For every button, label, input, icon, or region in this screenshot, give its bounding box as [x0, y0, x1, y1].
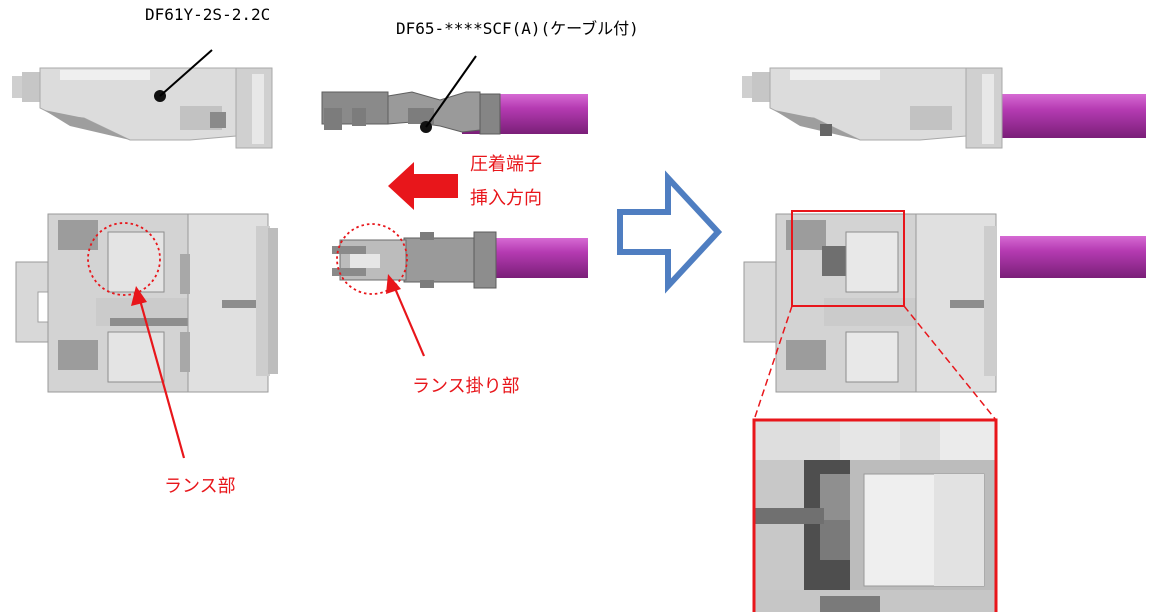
zoom-line-right — [903, 305, 997, 421]
lance-pointer — [131, 286, 186, 459]
assembled-side-view — [742, 67, 1146, 149]
zoom-line-left — [753, 305, 793, 421]
insert-direction-label-1: 圧着端子 — [470, 154, 542, 175]
header-part-label: DF61Y-2S-2.2C — [145, 5, 271, 24]
lance-label: ランス部 — [164, 476, 236, 497]
terminal-side-view — [321, 91, 588, 135]
cable-leader-line — [425, 55, 477, 128]
header-leader-line — [159, 49, 213, 97]
insert-direction-label-2: 挿入方向 — [470, 188, 542, 209]
housing-front-view — [15, 213, 278, 393]
lance-hook-label: ランス掛り部 — [412, 376, 520, 397]
assembled-front-view — [743, 210, 1146, 393]
terminal-front-view — [332, 223, 588, 295]
cable-part-label: DF65-****SCF(A)(ケーブル付) — [396, 19, 639, 38]
left-arrow-icon — [388, 162, 458, 210]
right-outline-arrow-icon — [617, 170, 723, 294]
lance-hook-pointer — [386, 274, 426, 357]
housing-side-view — [12, 67, 273, 149]
magnified-detail — [752, 418, 998, 612]
